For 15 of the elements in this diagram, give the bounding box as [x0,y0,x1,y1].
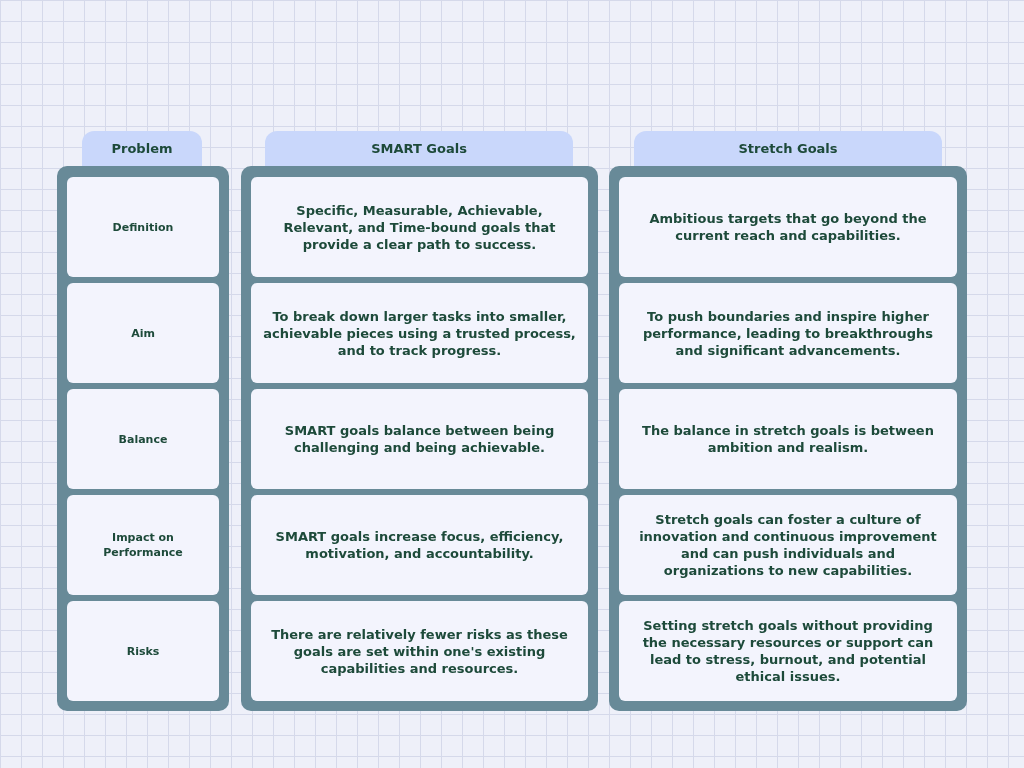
table-cell: Impact on Performance [67,495,219,595]
table-cell: There are relatively fewer risks as these goals are set within one's existing capabilities and resources. [251,601,588,701]
table-cell: To push boundaries and inspire higher performance, leading to breakthroughs and significant advancements. [619,283,957,383]
table-cell: Stretch goals can foster a culture of innovation and continuous improvement and can push individuals and organizations to new capabilities. [619,495,957,595]
table-cell: To break down larger tasks into smaller, achievable pieces using a trusted process, and to track progress. [251,283,588,383]
table-cell: Setting stretch goals without providing the necessary resources or support can lead to stress, burnout, and potential ethical issues. [619,601,957,701]
table-cell: Risks [67,601,219,701]
table-cell: The balance in stretch goals is between ambition and realism. [619,389,957,489]
table-cell: SMART goals balance between being challenging and being achievable. [251,389,588,489]
table-cell: Balance [67,389,219,489]
table-cell: SMART goals increase focus, efficiency, motivation, and accountability. [251,495,588,595]
table-cell: Specific, Measurable, Achievable, Relevant, and Time-bound goals that provide a clear path to success. [251,177,588,277]
table-cell: Definition [67,177,219,277]
table-cell: Aim [67,283,219,383]
table-cell: Ambitious targets that go beyond the current reach and capabilities. [619,177,957,277]
